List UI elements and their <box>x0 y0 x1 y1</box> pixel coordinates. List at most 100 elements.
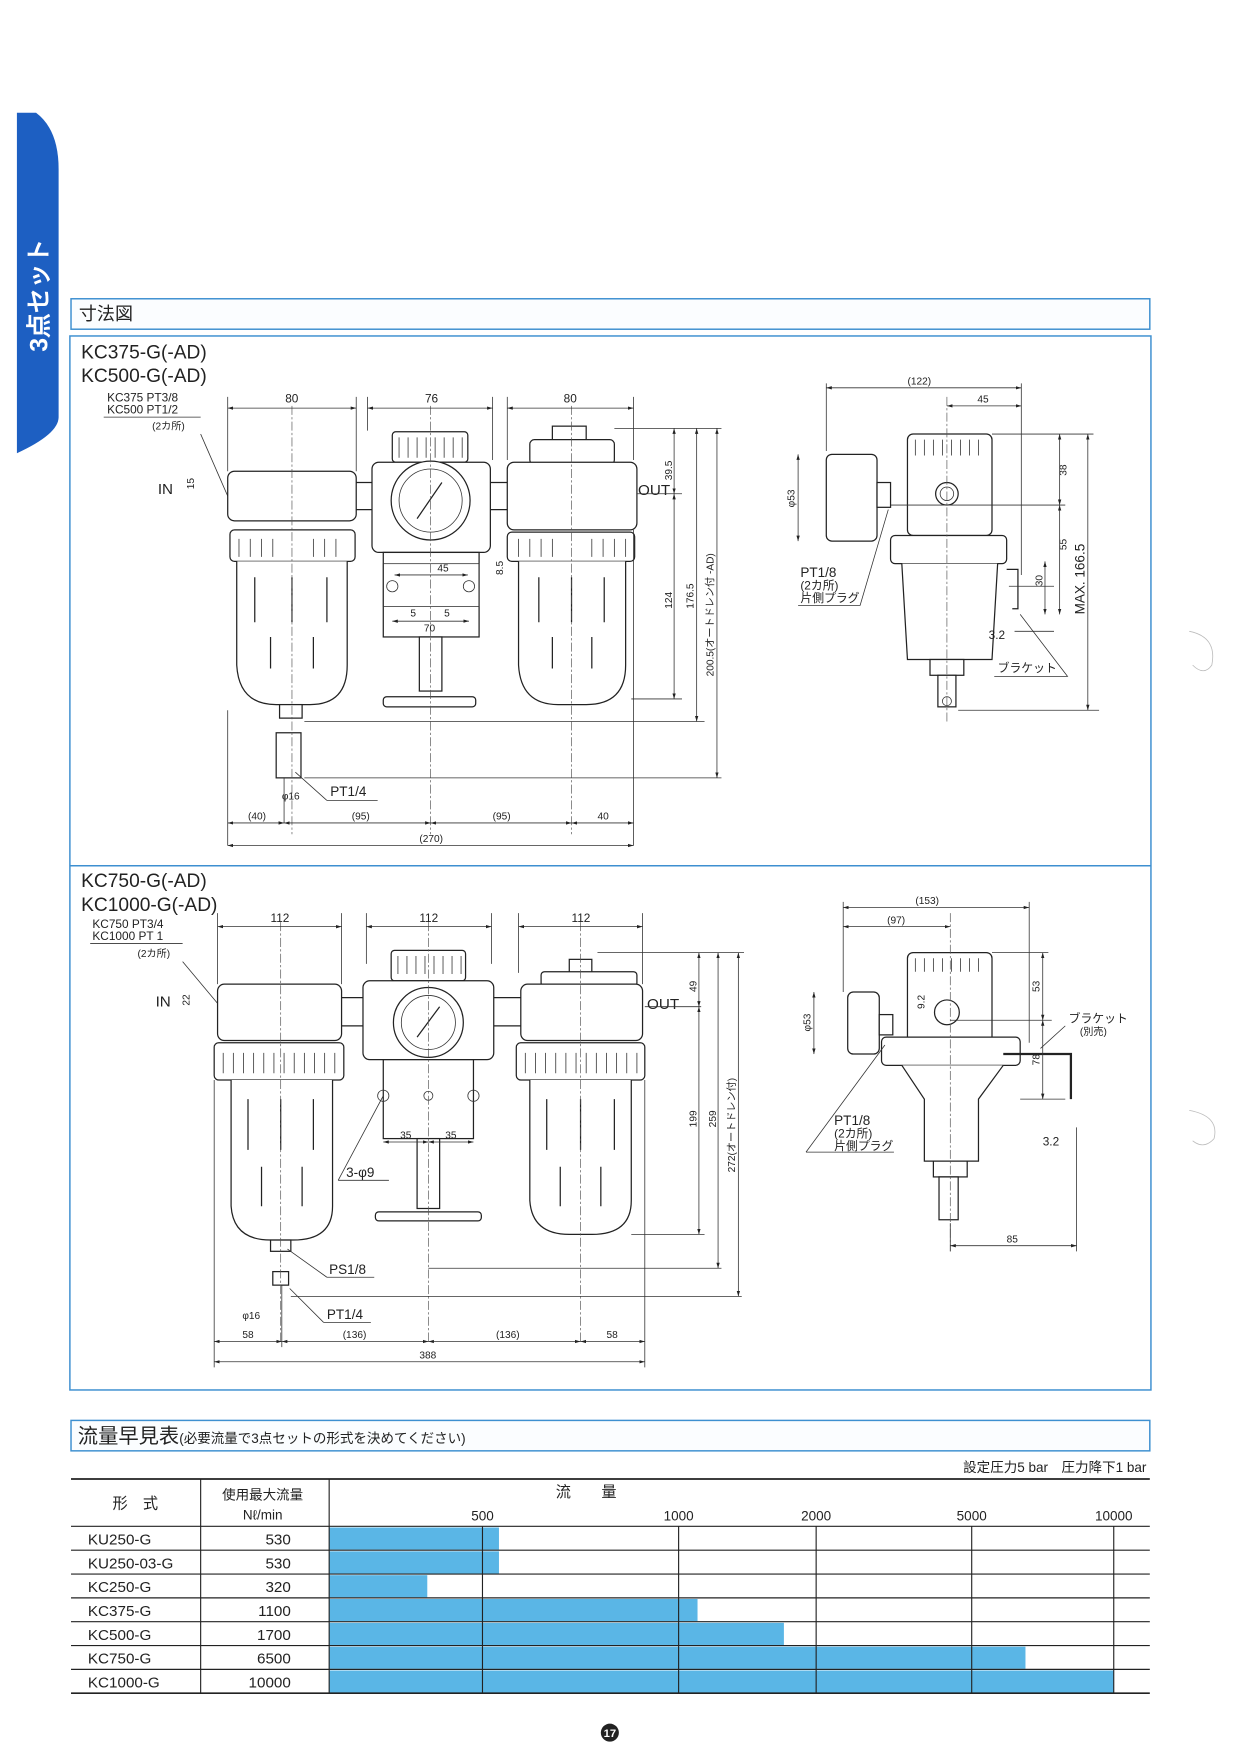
page-number-text: 17 <box>604 1728 617 1740</box>
dim-label: 35 <box>400 1131 412 1142</box>
dim-label: PT1/4 <box>327 1307 364 1322</box>
dim-label: 58 <box>242 1330 254 1341</box>
max-flow-cell: 1100 <box>258 1603 291 1620</box>
tick-label: 2000 <box>801 1509 831 1524</box>
dim-label: 35 <box>445 1131 457 1142</box>
dim-label: (270) <box>419 834 443 845</box>
in-label: IN <box>158 481 173 498</box>
port-label: 片側プラグ <box>800 591 859 605</box>
port-label: PT1/8 <box>834 1113 870 1128</box>
model-title: KC750-G(-AD) <box>81 871 207 892</box>
model-cell: KC250-G <box>88 1579 151 1596</box>
punch-mark <box>1189 1110 1216 1146</box>
lubricator-unit <box>515 958 646 1236</box>
dim-label: PT1/4 <box>330 784 367 799</box>
dim-label: 388 <box>419 1350 436 1361</box>
dim-label: 30 <box>1035 575 1046 587</box>
dim-label: (136) <box>343 1330 367 1341</box>
dim-label: (95) <box>493 812 511 823</box>
dim-label: 112 <box>572 911 591 925</box>
model-cell: KU250-03-G <box>88 1555 173 1572</box>
max-flow-cell: 320 <box>265 1579 290 1596</box>
bracket-label: ブラケット <box>1069 1011 1128 1025</box>
flow-bar <box>329 1622 784 1645</box>
drawings-frame <box>69 335 1152 1391</box>
dim-label: 40 <box>597 812 609 823</box>
dim-label: 272(オートドレン付) <box>725 1078 738 1173</box>
port-note: KC500 PT1/2 <box>107 403 178 417</box>
dim-label: 55 <box>1058 539 1069 551</box>
dim-label: φ16 <box>282 791 300 802</box>
section-subtitle: (必要流量で3点セットの形式を決めてください) <box>179 1431 465 1446</box>
max-flow-cell: 530 <box>265 1555 290 1572</box>
model-cell: KC375-G <box>88 1603 151 1620</box>
dim-label: 80 <box>564 391 578 405</box>
port-label: 片側プラグ <box>834 1139 893 1153</box>
model-cell: KU250-G <box>88 1532 151 1549</box>
bracket-label: (別売) <box>1080 1025 1107 1038</box>
dim-label: 5 <box>410 609 416 620</box>
regulator-unit <box>371 431 491 708</box>
drawing-kc750-kc1000: KC750-G(-AD) KC1000-G(-AD) KC750 PT3/4 K… <box>81 871 744 1368</box>
port-note: KC750 PT3/4 <box>92 917 163 931</box>
lubricator-unit <box>506 425 638 706</box>
section-title: 流量早見表 <box>78 1425 179 1448</box>
dim-label: 76 <box>425 391 439 405</box>
dim-label: 8.5 <box>495 561 506 575</box>
model-title: KC500-G(-AD) <box>81 366 207 387</box>
port-label: (2カ所) <box>834 1126 872 1140</box>
dim-label: 112 <box>419 911 438 925</box>
flow-bar <box>329 1527 499 1550</box>
flow-bar <box>329 1575 428 1598</box>
flow-bar <box>329 1646 1026 1669</box>
port-note: (2カ所) <box>152 421 185 433</box>
max-flow-cell: 10000 <box>249 1675 291 1692</box>
max-flow-cell: 1700 <box>257 1627 291 1644</box>
dim-label: 3.2 <box>1043 1134 1059 1148</box>
dim-label: 3-φ9 <box>346 1165 374 1180</box>
side-tab-label: 3点セット <box>25 239 53 352</box>
tick-label: 5000 <box>957 1509 987 1524</box>
dim-label: (136) <box>496 1330 520 1341</box>
filter-unit <box>213 983 345 1286</box>
dim-label: (95) <box>352 812 370 823</box>
port-note: (2カ所) <box>138 948 171 960</box>
bracket-label: ブラケット <box>998 661 1057 675</box>
dim-label: 112 <box>271 911 290 925</box>
dim-label: 200.5(オートドレン付 -AD) <box>704 553 717 676</box>
punch-mark <box>1189 630 1214 672</box>
flow-bar <box>329 1551 499 1574</box>
test-conditions: 設定圧力5 bar 圧力降下1 bar <box>963 1460 1147 1475</box>
dim-label: 176.5 <box>685 583 696 609</box>
dim-label: 5 <box>444 609 450 620</box>
section-header-flow-table: 流量早見表(必要流量で3点セットの形式を決めてください) <box>70 1419 1151 1452</box>
out-label: OUT <box>647 996 679 1013</box>
column-header-flow: 流 量 <box>556 1484 617 1501</box>
dim-label: 22 <box>181 994 192 1006</box>
dim-label: 70 <box>424 623 436 634</box>
dim-label: PS1/8 <box>329 1262 366 1277</box>
dim-label: 53 <box>1031 980 1042 992</box>
dim-label: MAX. 166.5 <box>1072 544 1087 615</box>
model-cell: KC750-G <box>88 1651 151 1668</box>
max-flow-cell: 530 <box>265 1532 290 1549</box>
tick-label: 1000 <box>664 1509 694 1524</box>
dim-label: 78 <box>1031 1054 1042 1066</box>
dim-label: φ16 <box>242 1311 260 1322</box>
side-tab: 3点セット <box>16 112 59 454</box>
port-label: PT1/8 <box>800 565 836 580</box>
in-label: IN <box>156 994 171 1011</box>
dim-label: φ53 <box>803 1013 814 1031</box>
port-note: KC375 PT3/8 <box>107 390 178 404</box>
tick-label: 500 <box>471 1509 494 1524</box>
model-cell: KC1000-G <box>88 1675 160 1692</box>
dim-label: 9.2 <box>916 995 927 1009</box>
column-header-max-flow: 使用最大流量 <box>222 1486 303 1502</box>
tick-label: 10000 <box>1095 1509 1133 1524</box>
dim-label: (122) <box>907 376 931 387</box>
dim-label: 259 <box>708 1110 719 1127</box>
side-view-kc375-kc500: (122) 45 φ53 38 55 30 MAX. 166.5 PT1/8 (… <box>787 376 1100 722</box>
dim-label: 38 <box>1058 464 1069 476</box>
